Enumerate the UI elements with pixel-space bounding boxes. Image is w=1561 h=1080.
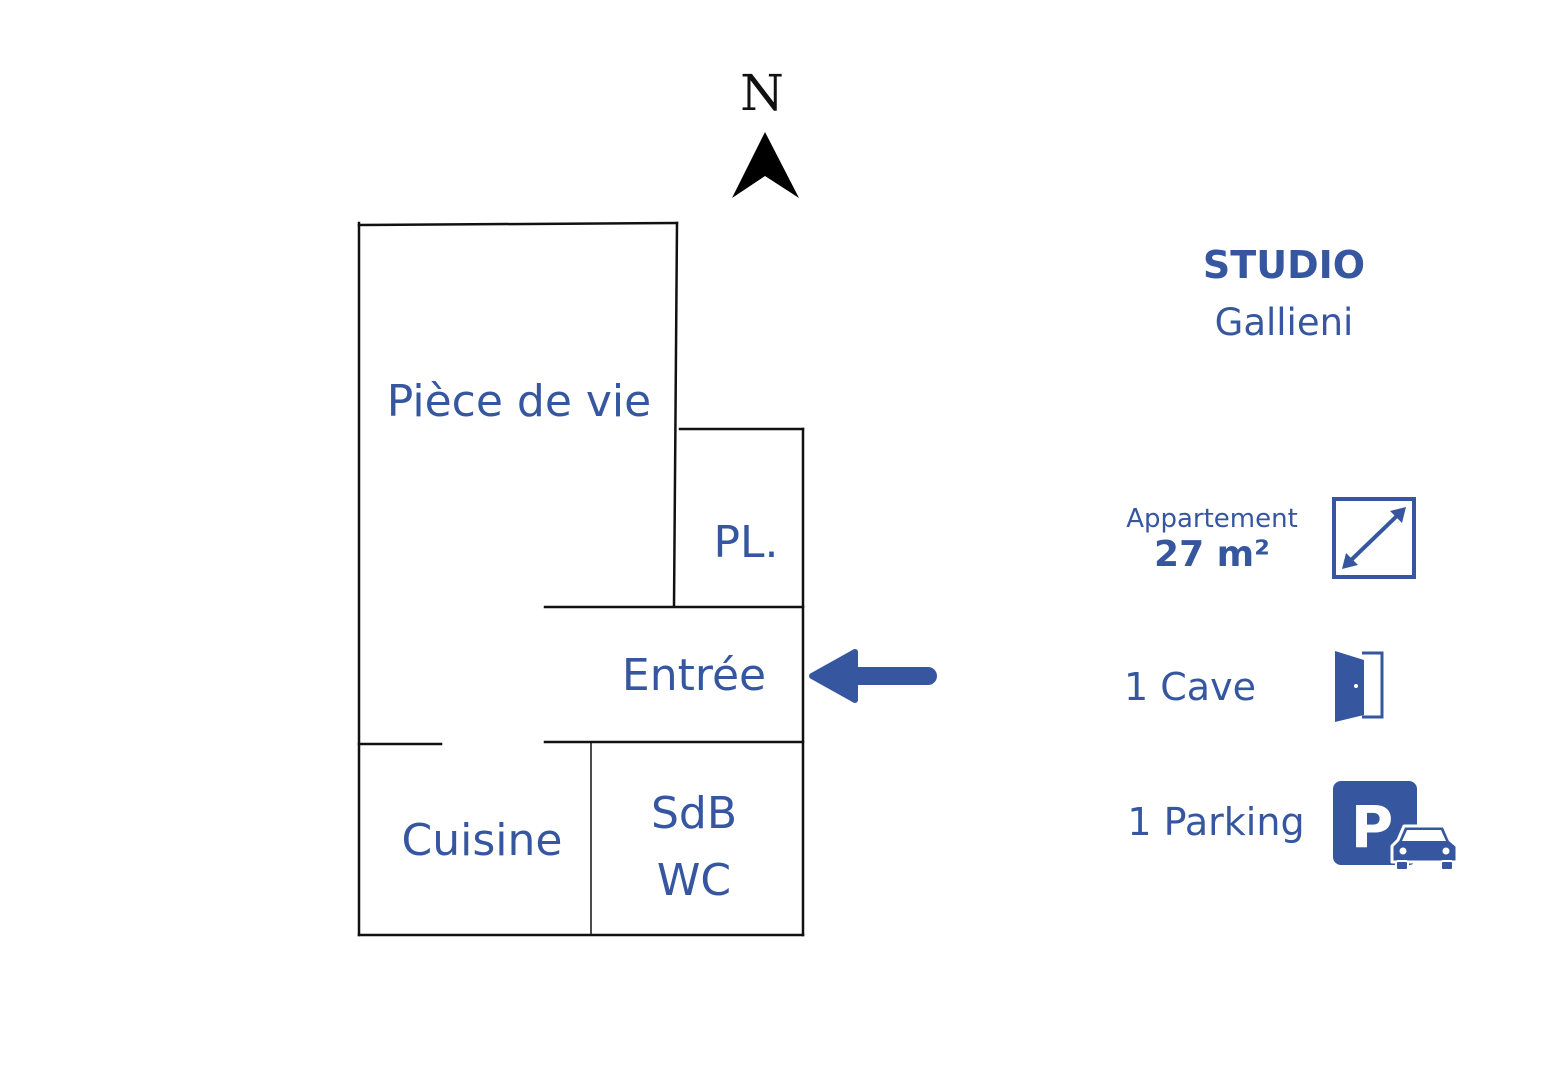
surface-area-icon [1332, 497, 1416, 579]
svg-text:P: P [1351, 793, 1394, 861]
feature-cellar-label: 1 Cave [1124, 665, 1256, 709]
feature-parking-label: 1 Parking [1127, 800, 1304, 844]
room-entrance-label: Entrée [622, 650, 766, 701]
room-kitchen-label: Cuisine [402, 815, 563, 866]
wall-living-right [672, 221, 679, 608]
entrance-arrow-icon [809, 649, 937, 703]
property-location: Gallieni [1215, 301, 1354, 344]
wall-top [357, 221, 679, 227]
property-type: STUDIO [1203, 243, 1365, 287]
feature-cellar: 1 Cave [1124, 651, 1384, 722]
room-living-label: Pièce de vie [387, 376, 651, 427]
door-icon [1335, 651, 1384, 722]
floor-plan [357, 221, 805, 937]
north-arrow-icon [732, 132, 799, 198]
room-closet-label: PL. [713, 517, 778, 568]
feature-parking: 1 Parking P [1127, 781, 1459, 871]
north-label: N [740, 64, 784, 122]
room-bathroom-label-line2: WC [657, 855, 731, 906]
feature-area-value: 27 m² [1154, 534, 1270, 575]
feature-area-label: Appartement [1126, 504, 1298, 534]
feature-area: Appartement 27 m² [1126, 497, 1416, 579]
compass: N [732, 64, 799, 198]
parking-car-icon: P [1333, 781, 1459, 871]
room-bathroom-label-line1: SdB [651, 788, 737, 839]
